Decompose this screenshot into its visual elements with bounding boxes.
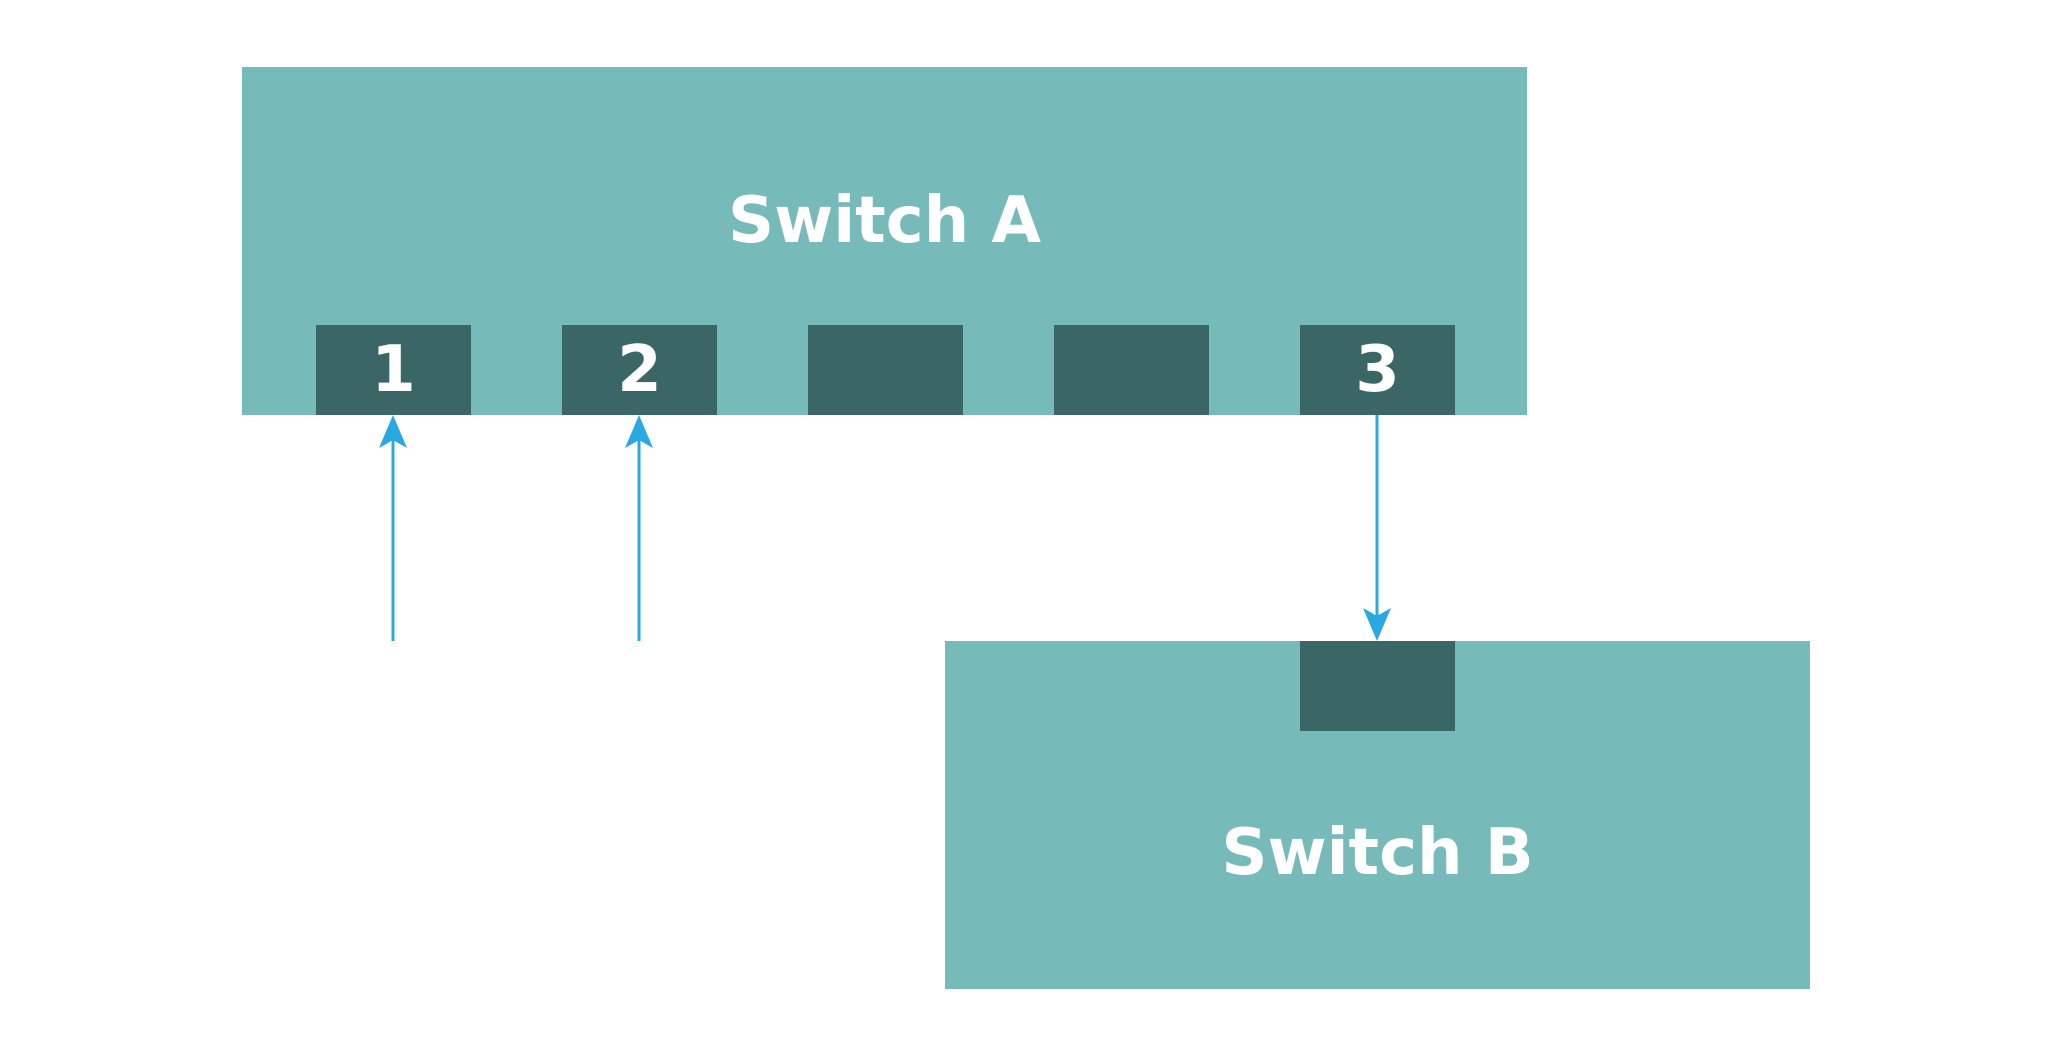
switch-a-port-2: 2 <box>562 325 717 415</box>
switch-a-port-unlabeled-1 <box>808 325 963 415</box>
switch-b-label: Switch B <box>1221 816 1534 890</box>
arrow-port-3-to-switch-b <box>1363 415 1391 641</box>
switch-b-port <box>1300 641 1455 731</box>
arrow-into-port-2 <box>625 415 653 641</box>
switch-a-label: Switch A <box>727 184 1042 258</box>
arrow-into-port-1 <box>379 415 407 641</box>
switch-a-port-3: 3 <box>1300 325 1455 415</box>
switch-a-port-unlabeled-2 <box>1054 325 1209 415</box>
switch-a: Switch A 1 2 3 <box>242 67 1527 415</box>
switch-b: Switch B <box>945 641 1810 989</box>
switch-a-port-1: 1 <box>316 325 471 415</box>
